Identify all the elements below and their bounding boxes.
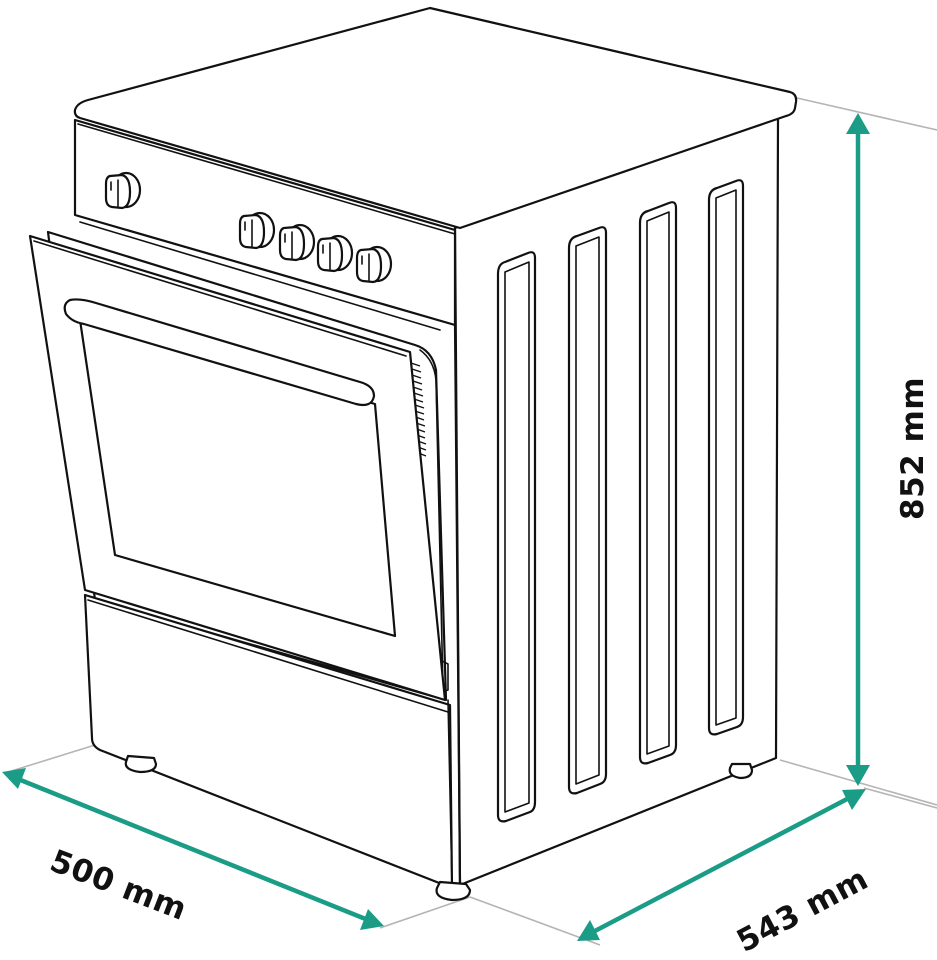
height-dimension-label: 852 mm bbox=[895, 376, 931, 520]
width-dimension-arrow bbox=[2, 768, 384, 930]
knob-icon bbox=[238, 211, 276, 250]
knobs bbox=[104, 171, 393, 284]
storage-drawer bbox=[83, 593, 454, 890]
cooker-top bbox=[73, 6, 798, 230]
feet bbox=[124, 754, 754, 902]
knob-icon bbox=[104, 171, 142, 210]
front-corner-pillar bbox=[447, 323, 462, 887]
height-dimension-arrow bbox=[846, 113, 870, 786]
knob-icon bbox=[355, 245, 393, 284]
oven-door bbox=[28, 234, 447, 702]
knob-icon bbox=[316, 234, 354, 273]
side-recesses bbox=[496, 179, 745, 823]
knob-icon bbox=[278, 223, 316, 262]
depth-dimension-arrow bbox=[577, 789, 866, 941]
dimension-arrows bbox=[2, 113, 870, 941]
